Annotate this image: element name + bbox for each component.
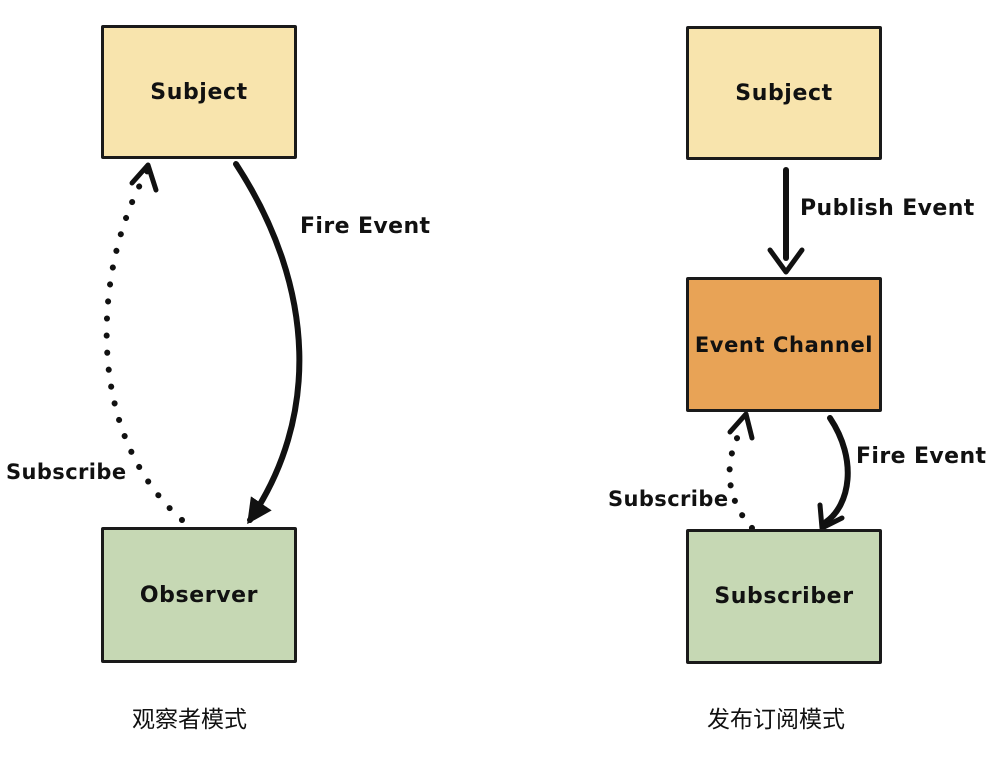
observer-fire-event-label: Fire Event	[300, 214, 431, 239]
pubsub-fire-event-arrow	[823, 415, 851, 525]
observer-label: Observer	[139, 582, 259, 608]
observer-fire-event-arrow	[233, 161, 303, 525]
pubsub-subscribe-label: Subscribe	[608, 487, 729, 511]
pubsub-publish-event-arrowhead	[767, 247, 805, 275]
observer-box: Observer	[101, 527, 297, 663]
pubsub-publish-event-label: Publish Event	[800, 196, 975, 221]
pubsub-pattern-caption: 发布订阅模式	[707, 707, 845, 733]
observer-subject-label: Subject	[150, 79, 248, 105]
pubsub-subscribe-arrow	[726, 422, 755, 531]
observer-subscribe-arrowhead	[129, 162, 159, 193]
observer-subscribe-label: Subscribe	[6, 460, 127, 484]
observer-pattern-caption: 观察者模式	[132, 707, 247, 733]
event-channel-label: Event Channel	[694, 332, 874, 357]
pubsub-fire-event-arrowhead	[817, 502, 845, 531]
pubsub-subject-box: Subject	[686, 26, 882, 160]
pubsub-subject-label: Subject	[735, 80, 833, 106]
pubsub-fire-event-label: Fire Event	[856, 444, 987, 469]
pubsub-subscribe-arrowhead	[727, 411, 755, 441]
observer-subject-box: Subject	[101, 25, 297, 159]
subscriber-box: Subscriber	[686, 529, 882, 664]
observer-subscribe-arrow	[103, 167, 185, 523]
event-channel-box: Event Channel	[686, 277, 882, 412]
subscriber-label: Subscriber	[714, 584, 854, 609]
